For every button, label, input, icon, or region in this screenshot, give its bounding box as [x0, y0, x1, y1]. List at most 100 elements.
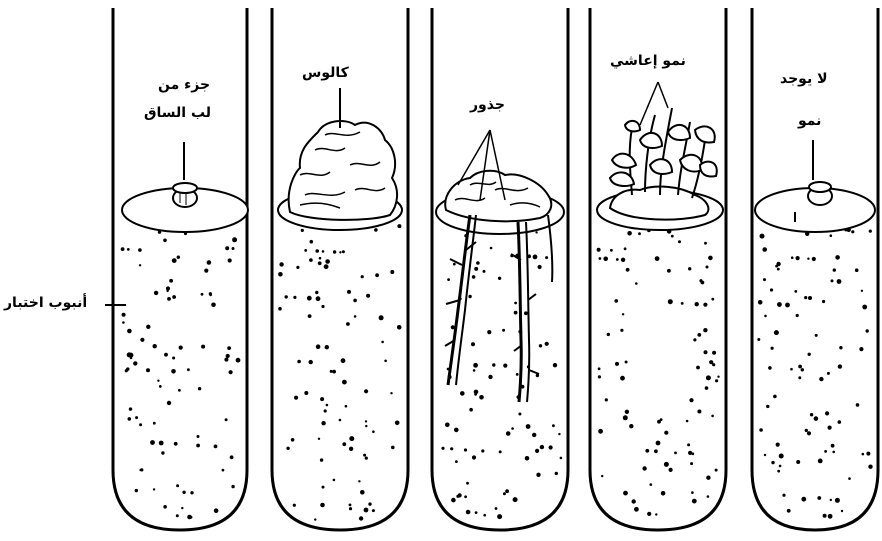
- medium-speckle: [621, 258, 625, 262]
- medium-speckle: [705, 386, 709, 390]
- medium-speckle: [505, 489, 509, 493]
- medium-speckle: [308, 314, 312, 318]
- medium-speckle: [278, 272, 283, 277]
- medium-speckle: [176, 514, 179, 517]
- medium-speckle: [815, 334, 818, 337]
- medium-speckle: [801, 497, 806, 502]
- label-roots: جذور: [470, 98, 505, 112]
- medium-speckle: [347, 290, 351, 294]
- medium-speckle: [225, 418, 228, 421]
- medium-speckle: [207, 260, 212, 265]
- medium-speckle: [766, 405, 769, 408]
- medium-speckle: [127, 248, 130, 251]
- medium-speckle: [140, 338, 144, 342]
- medium-speckle: [468, 295, 471, 298]
- medium-speckle: [614, 299, 618, 303]
- medium-speckle: [201, 293, 204, 296]
- medium-speckle: [819, 377, 823, 381]
- medium-speckle: [342, 442, 346, 446]
- medium-speckle: [146, 325, 150, 329]
- medium-speckle: [285, 295, 288, 298]
- medium-speckle: [717, 376, 719, 378]
- medium-speckle: [503, 364, 507, 368]
- medium-speckle: [381, 341, 384, 344]
- medium-speckle: [833, 268, 836, 271]
- medium-speckle: [810, 413, 813, 416]
- medium-speckle: [365, 425, 367, 427]
- medium-speckle: [167, 401, 171, 405]
- medium-speckle: [309, 360, 313, 364]
- medium-speckle: [807, 258, 809, 260]
- medium-speckle: [707, 495, 710, 498]
- medium-speckle: [605, 398, 608, 401]
- medium-speckle: [667, 269, 671, 273]
- medium-speckle: [696, 366, 700, 370]
- medium-speckle: [322, 250, 325, 253]
- medium-speckle: [325, 345, 329, 349]
- medium-speckle: [503, 492, 506, 495]
- medium-speckle: [196, 444, 200, 448]
- medium-speckle: [325, 259, 330, 264]
- medium-speckle: [812, 257, 816, 261]
- medium-speckle: [226, 354, 230, 358]
- medium-speckle: [345, 405, 348, 408]
- medium-speckle: [693, 338, 696, 341]
- medium-speckle: [848, 477, 851, 480]
- medium-speckle: [483, 514, 486, 517]
- medium-speckle: [492, 363, 495, 366]
- medium-speckle: [169, 279, 173, 283]
- medium-speckle: [214, 445, 218, 449]
- medium-speckle: [533, 255, 538, 260]
- medium-speckle: [476, 261, 480, 265]
- medium-speckle: [304, 391, 308, 395]
- medium-speckle: [474, 267, 478, 271]
- medium-speckle: [830, 499, 832, 501]
- medium-speckle: [319, 257, 322, 260]
- medium-speckle: [711, 298, 714, 301]
- medium-speckle: [835, 255, 840, 260]
- medium-speckle: [506, 431, 511, 436]
- medium-speckle: [364, 389, 368, 393]
- medium-speckle: [466, 482, 469, 485]
- medium-speckle: [451, 498, 456, 503]
- medium-speckle: [172, 258, 177, 263]
- medium-speckle: [315, 249, 319, 253]
- medium-speckle: [692, 499, 697, 504]
- medium-speckle: [779, 465, 782, 468]
- medium-speckle: [763, 278, 766, 281]
- label-shoots: نمو إعاشي: [610, 54, 686, 68]
- medium-speckle: [796, 314, 799, 317]
- medium-speckle: [309, 258, 313, 262]
- medium-speckle: [818, 459, 823, 464]
- medium-speckle: [620, 376, 625, 381]
- label-test-tube: أنبوب اختبار: [4, 296, 87, 310]
- medium-speckle: [333, 250, 336, 253]
- medium-speckle: [227, 346, 231, 350]
- medium-speckle: [625, 361, 628, 364]
- medium-speckle: [661, 491, 666, 496]
- medium-speckle: [342, 250, 345, 253]
- tube-callus: [272, 8, 408, 530]
- medium-speckle: [441, 447, 444, 450]
- medium-speckle: [499, 450, 502, 453]
- medium-speckle: [624, 247, 627, 250]
- medium-speckle: [645, 449, 649, 453]
- medium-speckle: [353, 299, 357, 303]
- medium-speckle: [688, 267, 691, 270]
- medium-speckle: [304, 249, 307, 252]
- medium-speckle: [655, 513, 657, 515]
- medium-speckle: [777, 268, 780, 271]
- medium-speckle: [153, 344, 157, 348]
- medium-speckle: [555, 472, 558, 475]
- medium-speckle: [326, 404, 329, 407]
- medium-speckle: [856, 403, 860, 407]
- medium-speckle: [657, 420, 661, 424]
- medium-speckle: [122, 313, 126, 317]
- medium-speckle: [179, 346, 183, 350]
- medium-speckle: [502, 329, 505, 332]
- medium-speckle: [627, 231, 632, 236]
- medium-speckle: [664, 431, 668, 435]
- medium-speckle: [454, 428, 459, 433]
- medium-speckle: [866, 452, 870, 456]
- medium-speckle: [126, 367, 129, 370]
